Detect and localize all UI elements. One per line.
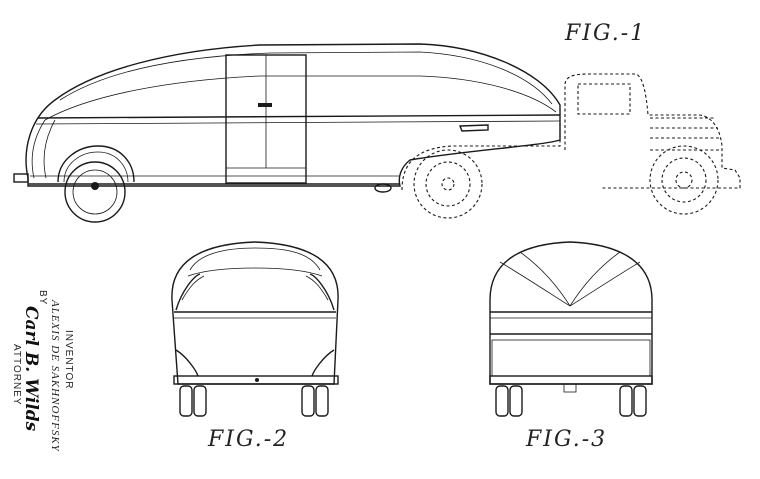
attorney-signature: Carl B. Wilds <box>21 306 41 432</box>
inventor-label: INVENTOR <box>63 330 74 390</box>
inventor-block: INVENTOR ALEXIS DE SAKHNOFFSKY BY Carl B… <box>11 290 74 453</box>
fig2-rear-view: FIG.-2 <box>171 241 339 452</box>
inventor-name: ALEXIS DE SAKHNOFFSKY <box>49 299 61 453</box>
fig2-label: FIG.-2 <box>207 427 289 452</box>
fig1-side-view: FIG.-1 <box>13 21 741 223</box>
fig3-label: FIG.-3 <box>525 427 607 452</box>
attorney-label: ATTORNEY <box>11 344 22 406</box>
fig1-label: FIG.-1 <box>564 21 646 46</box>
fig3-front-view: FIG.-3 <box>489 241 653 452</box>
by-label: BY <box>37 290 48 305</box>
